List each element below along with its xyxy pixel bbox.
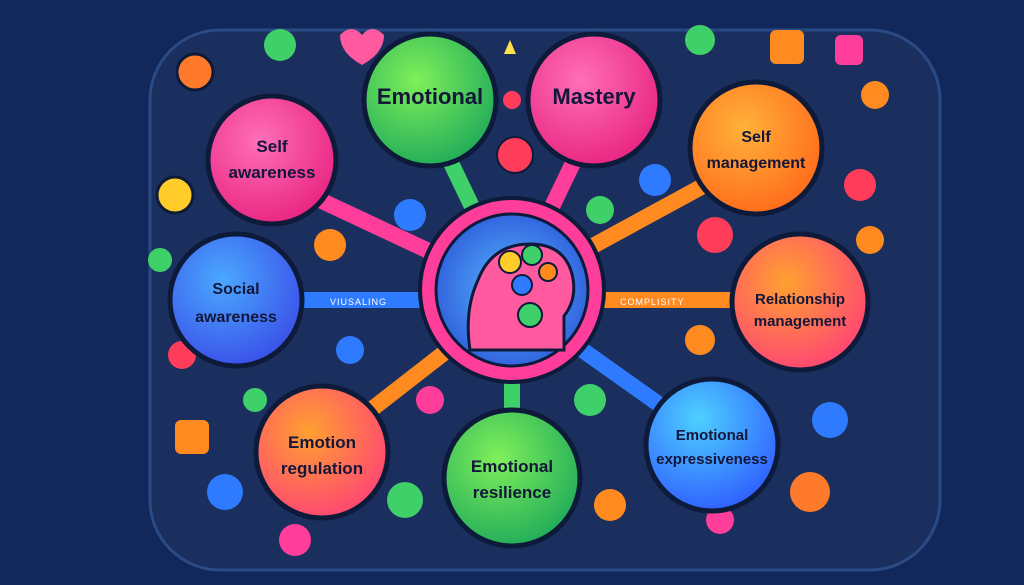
puzzle-icon bbox=[416, 386, 444, 414]
node-self-management: Self management bbox=[687, 79, 825, 217]
node-social-awareness: Social awareness bbox=[167, 231, 305, 369]
gear-icon bbox=[511, 274, 533, 296]
node-label-line2: awareness bbox=[229, 163, 316, 182]
puzzle-icon bbox=[148, 248, 172, 272]
node-label-line2: resilience bbox=[473, 483, 551, 502]
puzzle-icon bbox=[336, 336, 364, 364]
node-label-line2: management bbox=[707, 155, 806, 172]
node-emotional-expressiveness: Emotional expressiveness bbox=[643, 376, 781, 514]
decorative-icons bbox=[148, 25, 889, 556]
face-icon bbox=[574, 384, 606, 416]
face-icon bbox=[175, 420, 209, 454]
face-icon bbox=[207, 474, 243, 510]
heart-icon bbox=[264, 29, 296, 61]
face-icon bbox=[586, 196, 614, 224]
face-icon bbox=[861, 81, 889, 109]
face-icon bbox=[496, 136, 534, 174]
node-label-line2: expressiveness bbox=[656, 451, 768, 468]
title-left: Emotional bbox=[377, 84, 483, 109]
brain-gears-icon bbox=[517, 302, 543, 328]
face-icon bbox=[314, 229, 346, 261]
face-icon bbox=[387, 482, 423, 518]
node-emotion-regulation: Emotion regulation bbox=[253, 383, 391, 521]
face-icon bbox=[685, 325, 715, 355]
center-hub bbox=[418, 196, 606, 384]
gear-icon bbox=[538, 262, 558, 282]
title-right: Mastery bbox=[552, 84, 636, 109]
connector-label-complisity: COMPLISITY bbox=[620, 297, 685, 307]
heart-icon bbox=[697, 217, 733, 253]
node-label-line1: Self bbox=[256, 137, 288, 156]
lightbulb-icon bbox=[504, 40, 516, 54]
heart-icon bbox=[279, 524, 311, 556]
face-icon bbox=[175, 52, 215, 92]
face-icon bbox=[639, 164, 671, 196]
node-emotional-resilience: Emotional resilience bbox=[441, 407, 583, 549]
node-label-line2: management bbox=[754, 313, 847, 330]
node-label-line1: Self bbox=[741, 129, 771, 146]
face-icon bbox=[856, 226, 884, 254]
node-emotional: Emotional bbox=[361, 31, 499, 169]
node-label-line1: Emotional bbox=[676, 427, 749, 444]
node-relationship-management: Relationship management bbox=[729, 231, 871, 373]
puzzle-icon bbox=[243, 388, 267, 412]
node-label-line2: regulation bbox=[281, 459, 363, 478]
node-self-awareness: Self awareness bbox=[205, 93, 339, 227]
face-icon bbox=[790, 472, 830, 512]
face-icon bbox=[835, 35, 863, 65]
node-label-line1: Emotional bbox=[471, 457, 553, 476]
puzzle-icon bbox=[394, 199, 426, 231]
face-icon bbox=[155, 175, 195, 215]
face-icon bbox=[770, 30, 804, 64]
heart-icon bbox=[503, 91, 521, 109]
node-label-line2: awareness bbox=[195, 309, 277, 326]
puzzle-icon bbox=[685, 25, 715, 55]
heart-icon bbox=[844, 169, 876, 201]
heart-icon bbox=[340, 29, 384, 65]
face-icon bbox=[812, 402, 848, 438]
node-label-line1: Relationship bbox=[755, 291, 845, 308]
node-label-line1: Emotion bbox=[288, 433, 356, 452]
node-label-line1: Social bbox=[212, 281, 259, 298]
face-icon bbox=[594, 489, 626, 521]
connector-label-visualizing: VIUSALING bbox=[330, 297, 387, 307]
node-mastery: Mastery bbox=[525, 31, 663, 169]
gear-icon bbox=[521, 244, 543, 266]
gear-icon bbox=[498, 250, 522, 274]
